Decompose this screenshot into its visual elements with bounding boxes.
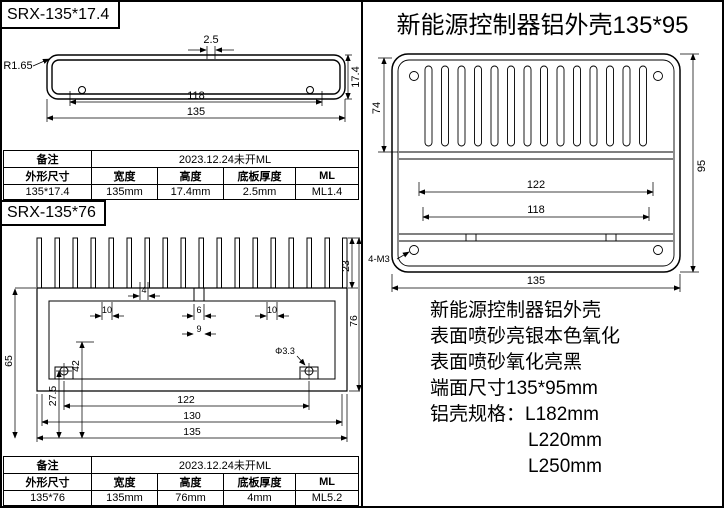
fins (36, 237, 348, 288)
dim-slot-width: 6 (196, 305, 201, 315)
dim-fin-gap: 4 (141, 285, 146, 295)
internal-rails (399, 151, 673, 242)
cell-value: 135*17.4 (3, 184, 92, 200)
dim-slot-depth: 9 (196, 324, 201, 334)
center-slot (193, 287, 205, 302)
col-header: ML (294, 473, 360, 491)
corner-screw-hole (409, 245, 419, 255)
panel-divider (361, 2, 363, 506)
corner-screw-hole (653, 245, 663, 255)
note-line-1: 新能源控制器铝外壳 (430, 300, 602, 321)
section3-title: 新能源控制器铝外壳135*95 (396, 12, 689, 39)
section1-title: SRX-135*17.4 (7, 5, 110, 23)
note-line-4: 端面尺寸135*95mm (430, 378, 598, 399)
cell-value: ML1.4 (294, 184, 360, 200)
section2-spec-table: 备注 2023.12.24未开ML 外形尺寸 宽度 高度 底板厚度 ML 135… (3, 456, 360, 506)
note-line-6: L220mm (528, 430, 602, 451)
remark-label: 备注 (3, 456, 92, 474)
dim-gap-left: 10 (102, 305, 112, 315)
cell-value: 76mm (157, 490, 224, 506)
remark-label: 备注 (3, 150, 92, 168)
col-header: 外形尺寸 (3, 167, 92, 185)
dim-fin-height: 23 (340, 260, 352, 272)
fin-slots (424, 65, 647, 147)
dim-height: 95 (696, 160, 708, 172)
product-notes: 新能源控制器铝外壳 表面喷砂亮银本色氧化 表面喷砂氧化亮黑 端面尺寸135*95… (430, 298, 620, 480)
corner-screw-hole (409, 71, 419, 81)
dim-hole-diameter: Φ3.3 (275, 346, 295, 356)
section2-title-box: SRX-135*76 (2, 200, 106, 226)
dim-corner-screws: 4-M3 (368, 254, 390, 265)
dim-fin-depth: 74 (371, 102, 383, 114)
dim-corner-radius: R1.65 (3, 60, 32, 72)
dim-wall-thickness: 2.5 (203, 34, 218, 46)
dim-step-height: 42 (70, 360, 82, 372)
drawing-srx-135x17: 2.5 R1.65 118 135 17.4 (3, 34, 361, 122)
cell-value: 135mm (91, 490, 158, 506)
remark-value: 2023.12.24未开ML (90, 456, 360, 474)
dim-hole-span: 122 (177, 394, 195, 406)
cell-value: 2.5mm (223, 184, 296, 200)
note-line-3: 表面喷砂氧化亮黑 (430, 352, 583, 373)
corner-screw-hole (653, 71, 663, 81)
col-header: 外形尺寸 (3, 473, 92, 491)
section2-title: SRX-135*76 (7, 204, 96, 221)
col-header: ML (294, 167, 360, 185)
dimension-lines (378, 53, 699, 292)
dim-mid-width: 130 (183, 410, 201, 422)
dimension-labels: 2.5 R1.65 118 135 17.4 (3, 34, 361, 118)
col-header: 底板厚度 (223, 473, 296, 491)
cell-value: 135*76 (3, 490, 92, 506)
col-header: 宽度 (91, 167, 158, 185)
section1-title-box: SRX-135*17.4 (2, 2, 120, 29)
cell-value: 17.4mm (157, 184, 224, 200)
profile-outline (46, 54, 346, 100)
profile-outline (391, 53, 681, 273)
dim-outer-width: 135 (527, 275, 545, 287)
profile-outline (36, 237, 348, 392)
cell-value: ML5.2 (294, 490, 360, 506)
cell-value: 4mm (223, 490, 296, 506)
col-header: 高度 (157, 167, 224, 185)
dim-total-height: 76 (348, 315, 360, 327)
dim-left-height: 65 (3, 355, 15, 367)
col-header: 高度 (157, 473, 224, 491)
col-header: 底板厚度 (223, 167, 296, 185)
dimension-labels: 74 95 122 118 135 4-M3 (368, 102, 708, 287)
dim-height: 17.4 (350, 66, 361, 87)
dimension-lines (12, 237, 361, 442)
section1-spec-table: 备注 2023.12.24未开ML 外形尺寸 宽度 高度 底板厚度 ML 135… (3, 150, 360, 200)
remark-value: 2023.12.24未开ML (90, 150, 360, 168)
note-line-5: 铝壳规格：L182mm (430, 404, 599, 425)
col-header: 宽度 (91, 473, 158, 491)
dim-inner-width: 118 (187, 90, 205, 102)
dim-hole-height: 27.5 (47, 386, 59, 407)
dim-inner-width-1: 122 (527, 179, 545, 191)
dimension-labels: 10 4 6 9 10 Φ3.3 65 27.5 42 23 76 122 13… (3, 260, 360, 438)
note-line-2: 表面喷砂亮银本色氧化 (430, 326, 621, 347)
dim-inner-width-2: 118 (527, 204, 545, 216)
hole-centerlines (56, 363, 317, 379)
dim-gap-right: 10 (267, 305, 277, 315)
drawing-enclosure-135x95: 74 95 122 118 135 4-M3 (368, 53, 708, 292)
dim-outer-width: 135 (187, 106, 205, 118)
cell-value: 135mm (91, 184, 158, 200)
note-line-7: L250mm (528, 456, 602, 477)
dimension-lines (32, 46, 352, 122)
drawing-srx-135x76: 10 4 6 9 10 Φ3.3 65 27.5 42 23 76 122 13… (3, 237, 361, 442)
dim-outer-width: 135 (183, 426, 201, 438)
